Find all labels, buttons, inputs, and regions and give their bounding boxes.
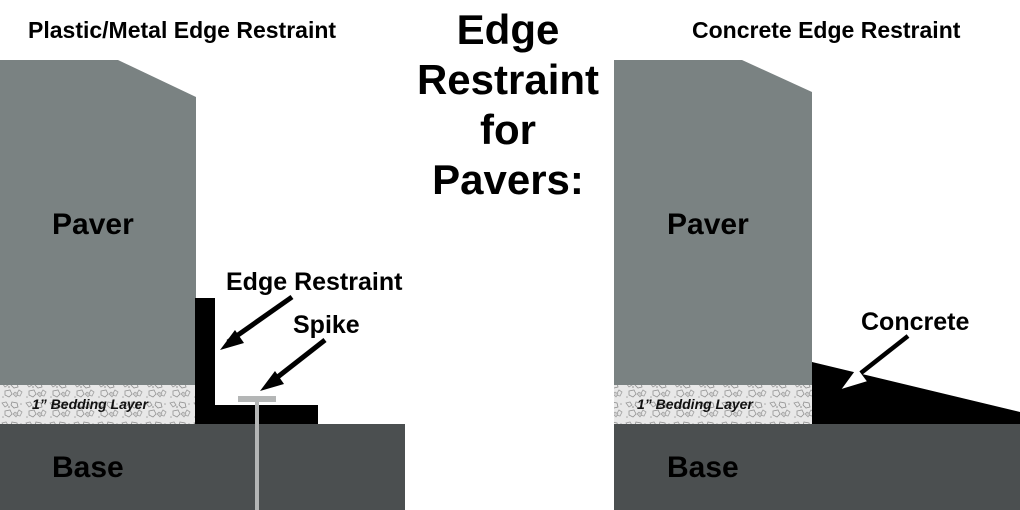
- edge-restraint-label: Edge Restraint: [226, 268, 403, 296]
- edge-restraint-arrowhead: [220, 330, 244, 350]
- left-bedding-label: 1” Bedding Layer: [32, 396, 149, 412]
- concrete-arrowhead: [841, 368, 867, 389]
- spike-label: Spike: [293, 311, 360, 339]
- edge-restraint-bracket: [195, 298, 318, 424]
- center-title-line4: Pavers:: [432, 156, 584, 203]
- left-base-layer: [0, 424, 405, 510]
- spike-head: [238, 396, 276, 402]
- left-bedding-layer: [0, 385, 195, 424]
- left-panel: Plastic/Metal Edge Restraint Paver 1” Be…: [0, 17, 405, 510]
- right-base-label: Base: [667, 451, 739, 484]
- left-base-label: Base: [52, 451, 124, 484]
- center-title: Edge Restraint for Pavers:: [417, 6, 599, 203]
- center-title-line1: Edge: [457, 6, 560, 53]
- left-panel-title: Plastic/Metal Edge Restraint: [28, 17, 336, 43]
- spike-shaft: [255, 402, 259, 510]
- edge-restraint-arrow: [226, 294, 294, 345]
- concrete-restraint: [812, 362, 1020, 424]
- left-paver-label: Paver: [52, 208, 134, 241]
- concrete-label: Concrete: [861, 308, 969, 336]
- center-title-line3: for: [480, 106, 536, 153]
- spike-arrowhead: [260, 371, 284, 391]
- concrete-arrow: [850, 334, 910, 382]
- center-title-line2: Restraint: [417, 56, 599, 103]
- right-base-layer: [614, 424, 1020, 510]
- right-bedding-label: 1” Bedding Layer: [637, 396, 754, 412]
- right-panel: Concrete Edge Restraint Paver 1” Bedding…: [614, 17, 1020, 510]
- right-bedding-layer: [614, 385, 812, 424]
- left-paver-block: [0, 60, 196, 385]
- right-paver-label: Paver: [667, 208, 749, 241]
- right-panel-title: Concrete Edge Restraint: [692, 17, 961, 43]
- spike-arrow: [268, 338, 327, 385]
- right-paver-block: [614, 60, 812, 385]
